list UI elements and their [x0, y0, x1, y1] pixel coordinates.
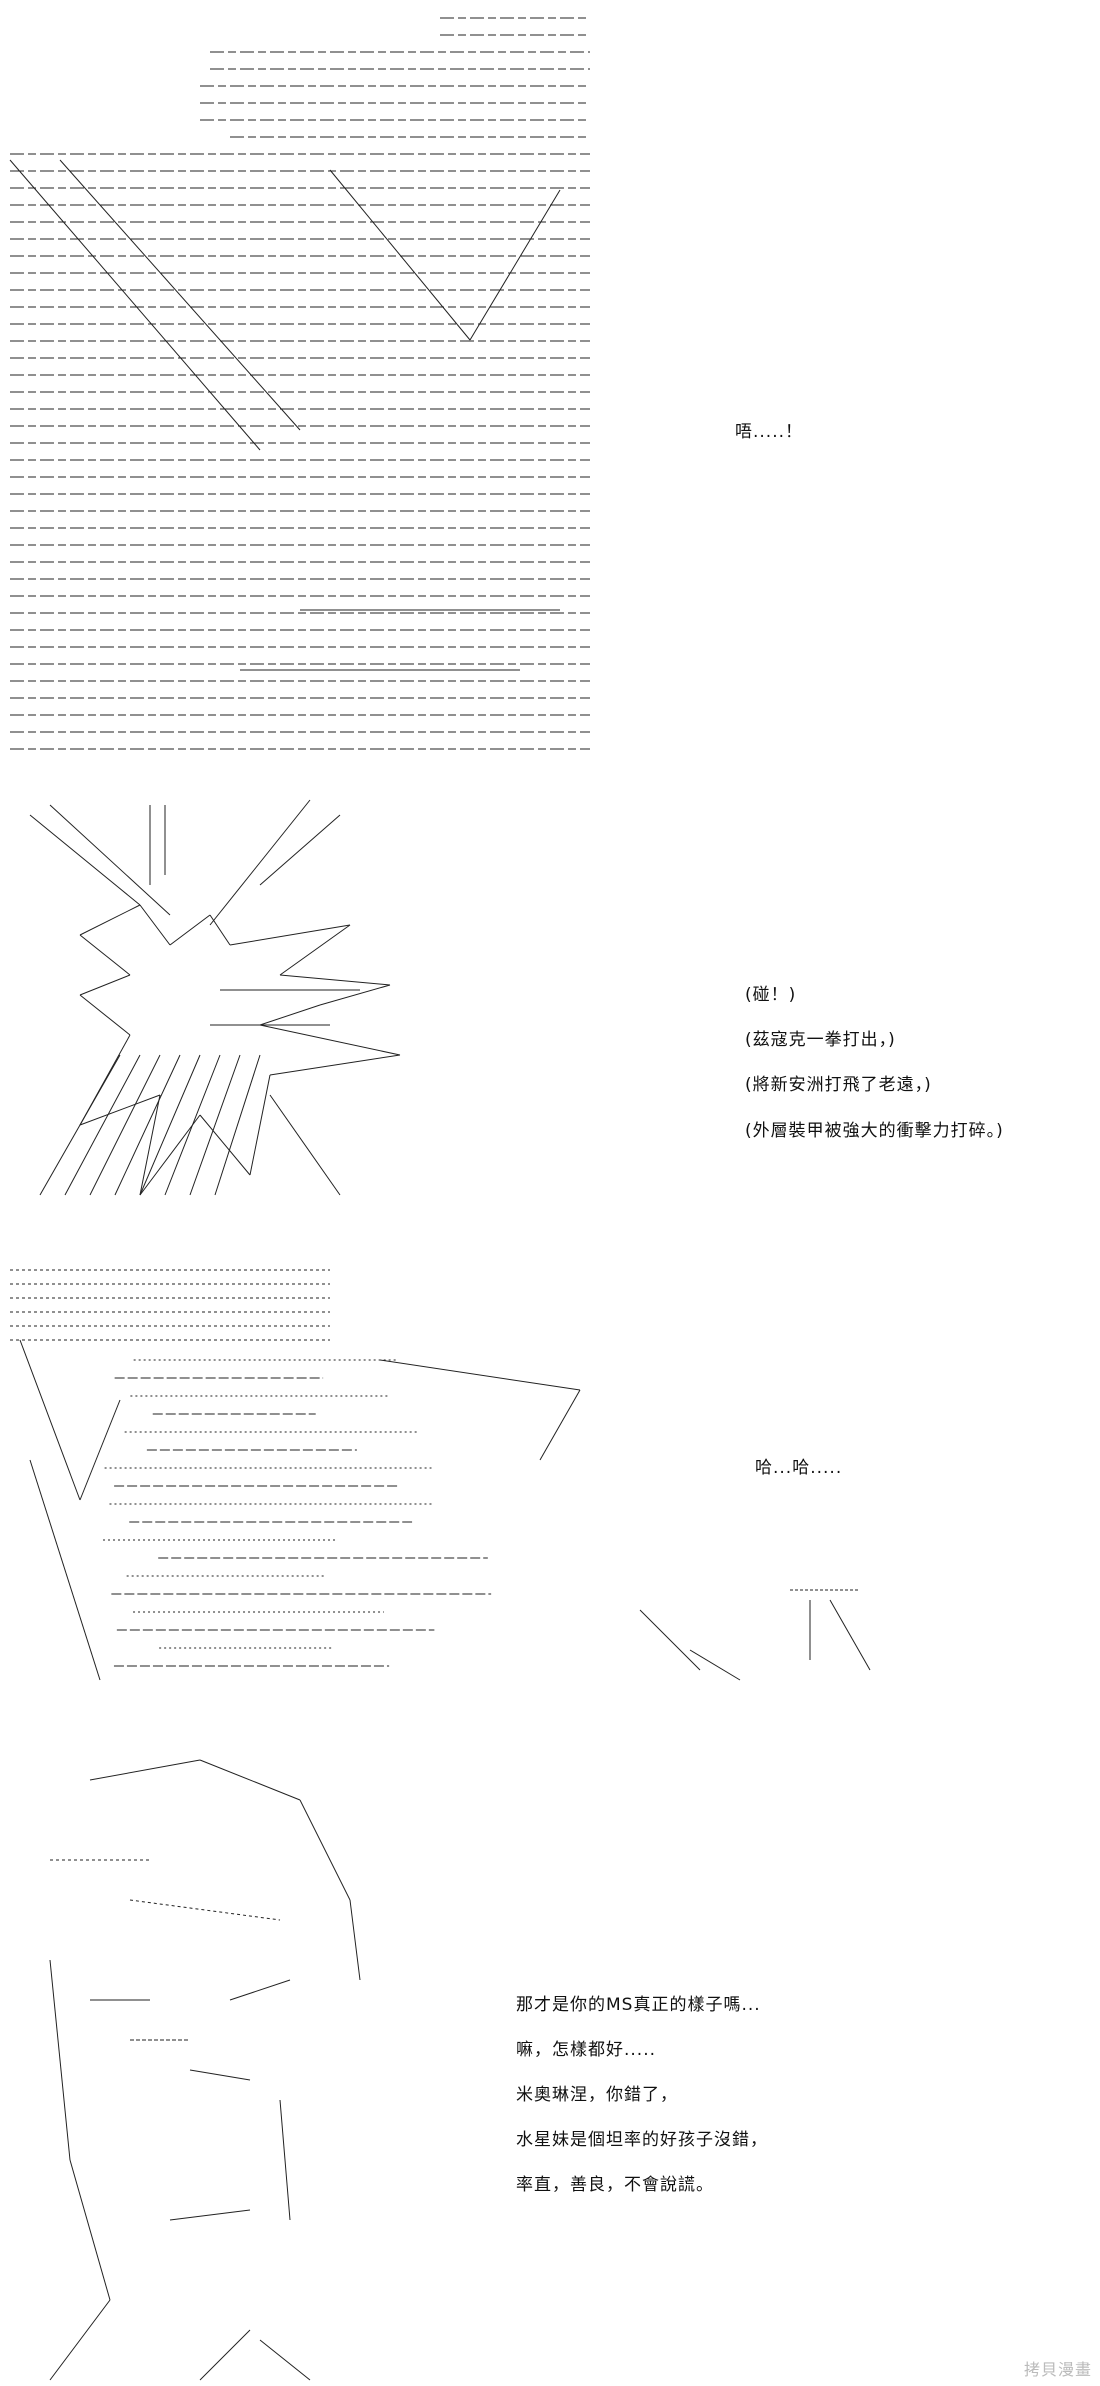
watermark: 拷貝漫畫 — [1023, 2360, 1092, 2379]
art-stroke — [279, 924, 351, 976]
art-stroke — [9, 159, 261, 451]
art-stroke — [169, 914, 211, 946]
art-stroke — [319, 984, 391, 1006]
ascii-art-mobile-suit-closeup — [0, 10, 600, 770]
art-stroke — [469, 189, 561, 341]
art-stroke — [259, 1024, 401, 1056]
art-stroke — [259, 2339, 311, 2381]
art-stroke — [29, 814, 141, 906]
dialogue-line: 率直，善良，不會說謊。 — [516, 2175, 714, 2195]
art-stroke — [169, 2209, 251, 2221]
art-stroke — [229, 1979, 291, 2001]
art-stroke — [79, 1094, 161, 1126]
art-stroke — [139, 1054, 201, 1196]
narration-line: (碰！) — [745, 985, 797, 1005]
dialogue-line: 哈...哈..... — [755, 1458, 843, 1478]
art-stroke — [279, 974, 391, 986]
art-stroke — [259, 814, 341, 886]
dialogue-line: 唔.....！ — [735, 422, 804, 442]
art-stroke — [79, 934, 131, 976]
art-stroke — [259, 1004, 321, 1026]
ascii-art-character-face — [30, 1740, 390, 2386]
art-stroke — [214, 1054, 261, 1196]
art-stroke — [164, 1054, 221, 1196]
art-stroke — [199, 2329, 251, 2381]
art-stroke — [139, 1094, 161, 1196]
art-stroke — [539, 1389, 581, 1461]
art-stroke — [59, 159, 301, 431]
art-stroke — [29, 1459, 101, 1681]
art-stroke — [79, 974, 131, 996]
art-stroke — [189, 1054, 241, 1196]
dialogue-line: 那才是你的MS真正的樣子嗎... — [516, 1995, 761, 2015]
art-stroke — [19, 1339, 81, 1501]
art-stroke — [379, 1359, 581, 1391]
art-stroke — [269, 1054, 401, 1076]
art-stroke — [209, 914, 231, 946]
art-stroke — [79, 994, 131, 1036]
ascii-art-impact-burst — [20, 795, 620, 1215]
art-stroke — [79, 1399, 121, 1501]
art-stroke — [199, 1759, 301, 1801]
art-stroke — [229, 924, 351, 946]
dialogue-line: 米奧琳涅，你錯了， — [516, 2085, 678, 2105]
art-stroke — [139, 1114, 201, 1196]
art-stroke — [689, 1649, 741, 1681]
art-stroke — [64, 1054, 141, 1196]
art-stroke — [209, 799, 311, 926]
art-stroke — [189, 2069, 251, 2081]
art-stroke — [279, 2099, 291, 2221]
narration-line: (茲寇克一拳打出，) — [745, 1030, 896, 1050]
art-stroke — [249, 1074, 271, 1176]
art-stroke — [79, 904, 141, 936]
dialogue-line: 水星妹是個坦率的好孩子沒錯， — [516, 2130, 768, 2150]
art-stroke — [129, 1899, 281, 1921]
art-stroke — [639, 1609, 701, 1671]
art-stroke — [329, 169, 471, 341]
art-stroke — [89, 1054, 161, 1196]
art-stroke — [269, 1094, 341, 1196]
narration-line: (將新安洲打飛了老遠，) — [745, 1075, 932, 1095]
art-stroke — [349, 1899, 361, 1981]
ascii-art-wrecked-mobile-suit — [0, 1260, 890, 1720]
art-stroke — [49, 2299, 111, 2381]
art-stroke — [49, 1959, 71, 2161]
art-stroke — [89, 1759, 201, 1781]
art-stroke — [199, 1114, 251, 1176]
narration-line: (外層裝甲被強大的衝擊力打碎。) — [745, 1121, 1004, 1141]
art-stroke — [139, 904, 171, 946]
art-stroke — [39, 1054, 121, 1196]
art-stroke — [69, 2159, 111, 2301]
art-stroke — [114, 1054, 181, 1196]
art-stroke — [299, 1799, 351, 1901]
art-stroke — [829, 1599, 871, 1671]
art-stroke — [49, 804, 171, 916]
dialogue-line: 嘛，怎樣都好..... — [516, 2040, 657, 2060]
